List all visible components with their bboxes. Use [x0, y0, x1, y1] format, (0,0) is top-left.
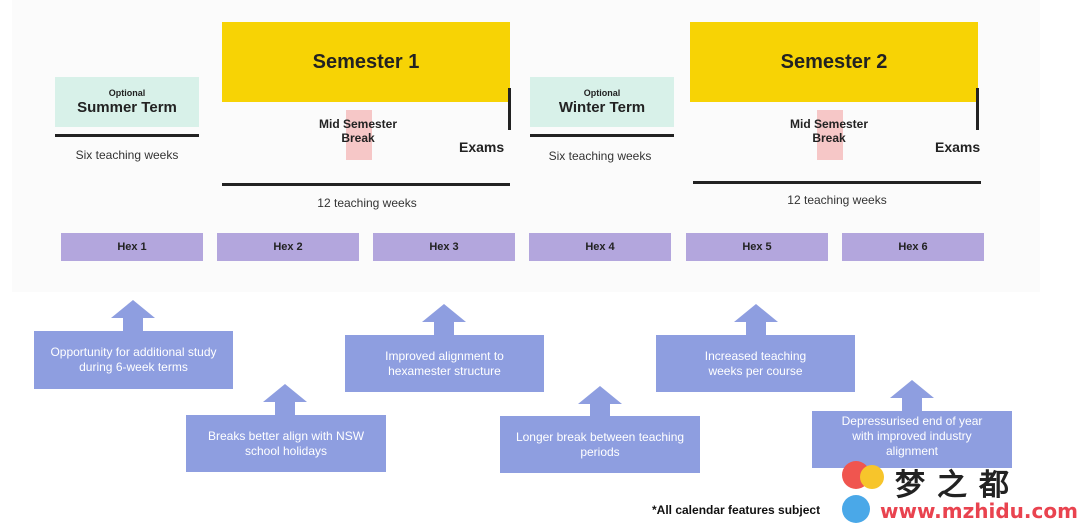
footnote: *All calendar features subject	[652, 503, 821, 517]
benefit-5-box: Increased teaching weeks per course	[656, 335, 855, 392]
benefit-4-arrow-shaft	[590, 403, 610, 417]
benefit-2-arrow-shaft	[275, 401, 295, 416]
semester-1-break-bar	[346, 110, 372, 160]
watermark-chinese: 梦之都	[895, 468, 1021, 503]
semester-1-box: Semester 1	[222, 22, 510, 102]
semester-1-weeks: 12 teaching weeks	[317, 196, 417, 210]
semester-2-break-line1: Mid Semester	[789, 117, 869, 131]
benefit-2-arrow-head	[263, 384, 307, 402]
semester-1-end-tick	[508, 88, 511, 130]
benefit-1-arrow-head	[111, 300, 155, 318]
summer-term-title: Summer Term	[77, 98, 177, 116]
benefit-5-arrow-shaft	[746, 321, 766, 336]
benefit-1-box: Opportunity for additional study during …	[34, 331, 233, 389]
summer-term-line	[55, 134, 199, 137]
semester-1-line	[222, 183, 510, 186]
semester-2-weeks: 12 teaching weeks	[787, 193, 887, 207]
benefit-4-arrow-head	[578, 386, 622, 404]
semester-2-break-line2: Break	[812, 131, 846, 145]
summer-term-weeks: Six teaching weeks	[75, 148, 179, 162]
winter-term-weeks: Six teaching weeks	[548, 149, 652, 163]
benefit-4-line2: periods	[580, 444, 620, 459]
semester-1-break-line1: Mid Semester	[318, 117, 398, 131]
winter-term-optional: Optional	[583, 87, 621, 98]
hex-4: Hex 4	[529, 233, 671, 261]
benefit-5-line1: Increased teaching	[704, 348, 807, 363]
semester-2-end-tick	[976, 88, 979, 130]
benefit-3-arrow-head	[422, 304, 466, 322]
benefit-2-box: Breaks better align with NSW school holi…	[186, 415, 386, 472]
semester-1-exams: Exams	[459, 139, 505, 155]
benefit-4-box: Longer break between teaching periods	[500, 416, 700, 473]
semester-2-break-label: Mid Semester Break	[790, 117, 868, 145]
benefit-6-line2: with improved industry	[852, 429, 972, 443]
benefit-6-arrow-head	[890, 380, 934, 398]
benefit-3-box: Improved alignment to hexamester structu…	[345, 335, 544, 392]
summer-term-box: Optional Summer Term	[55, 77, 199, 127]
benefit-6-box: Depressurised end of year with improved …	[812, 411, 1012, 468]
benefit-6-line3: alignment	[885, 444, 939, 458]
watermark-url: www.mzhidu.com	[880, 499, 1078, 523]
hex-1: Hex 1	[61, 233, 203, 261]
benefit-2-line1: Breaks better align with NSW	[207, 428, 365, 443]
winter-term-box: Optional Winter Term	[530, 77, 674, 127]
semester-2-break-bar	[817, 110, 843, 160]
benefit-1-arrow-shaft	[123, 317, 143, 332]
benefit-6-line1: Depressurised end of year	[841, 414, 983, 428]
benefit-3-line2: hexamester structure	[388, 363, 501, 378]
benefit-3-arrow-shaft	[434, 321, 454, 336]
summer-term-optional: Optional	[108, 87, 146, 98]
benefit-4-line1: Longer break between teaching	[515, 429, 685, 444]
semester-2-title: Semester 2	[780, 50, 888, 73]
semester-2-box: Semester 2	[690, 22, 978, 102]
benefit-6-arrow-shaft	[902, 397, 922, 412]
hex-6: Hex 6	[842, 233, 984, 261]
benefit-2-line2: school holidays	[244, 443, 328, 458]
winter-term-line	[530, 134, 674, 137]
semester-1-break-line2: Break	[341, 131, 375, 145]
watermark-logo-bubble-icon	[842, 495, 870, 523]
semester-1-title: Semester 1	[312, 50, 420, 73]
watermark	[838, 455, 1080, 527]
watermark-logo-dot-icon	[860, 465, 884, 489]
hex-2: Hex 2	[217, 233, 359, 261]
semester-2-exams: Exams	[935, 139, 981, 155]
benefit-5-line2: weeks per course	[708, 363, 803, 378]
benefit-1-line1: Opportunity for additional study	[50, 345, 217, 359]
hex-3: Hex 3	[373, 233, 515, 261]
semester-2-line	[693, 181, 981, 184]
hex-5: Hex 5	[686, 233, 828, 261]
semester-1-break-label: Mid Semester Break	[319, 117, 397, 145]
benefit-1-line2: during 6-week terms	[79, 360, 188, 374]
benefit-3-line1: Improved alignment to	[385, 348, 504, 363]
benefit-5-arrow-head	[734, 304, 778, 322]
winter-term-title: Winter Term	[558, 98, 646, 116]
